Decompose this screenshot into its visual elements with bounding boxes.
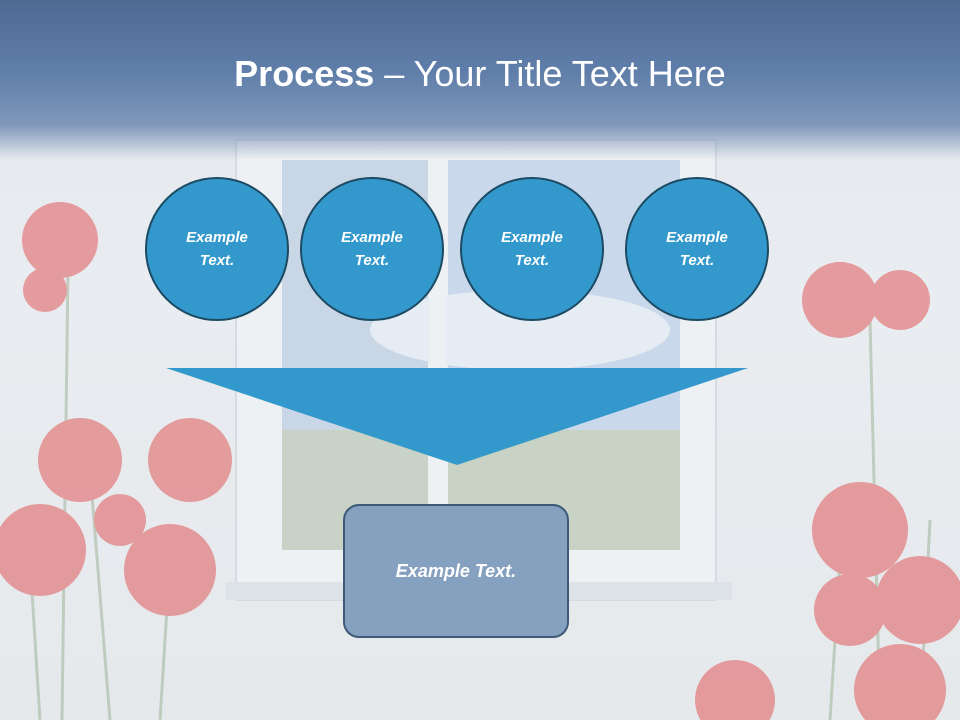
title-bold-part: Process [234, 53, 375, 94]
process-circle-3: Example Text. [460, 177, 604, 321]
process-circle-2: Example Text. [300, 177, 444, 321]
process-circle-3-label: Example Text. [501, 229, 563, 269]
title-rest-part: – Your Title Text Here [374, 53, 726, 94]
process-circle-1: Example Text. [145, 177, 289, 321]
process-circle-1-label: Example Text. [186, 229, 248, 269]
result-box-label: Example Text. [395, 560, 517, 581]
slide-title: Process – Your Title Text Here [0, 52, 960, 96]
process-circle-4: Example Text. [625, 177, 769, 321]
poppies-left [0, 202, 232, 720]
result-box: Example Text. [343, 504, 569, 638]
process-circle-4-label: Example Text. [666, 229, 728, 269]
poppies-right [695, 262, 960, 720]
title-band [0, 0, 960, 160]
funnel-arrow [166, 368, 748, 465]
process-circle-2-label: Example Text. [341, 229, 403, 269]
